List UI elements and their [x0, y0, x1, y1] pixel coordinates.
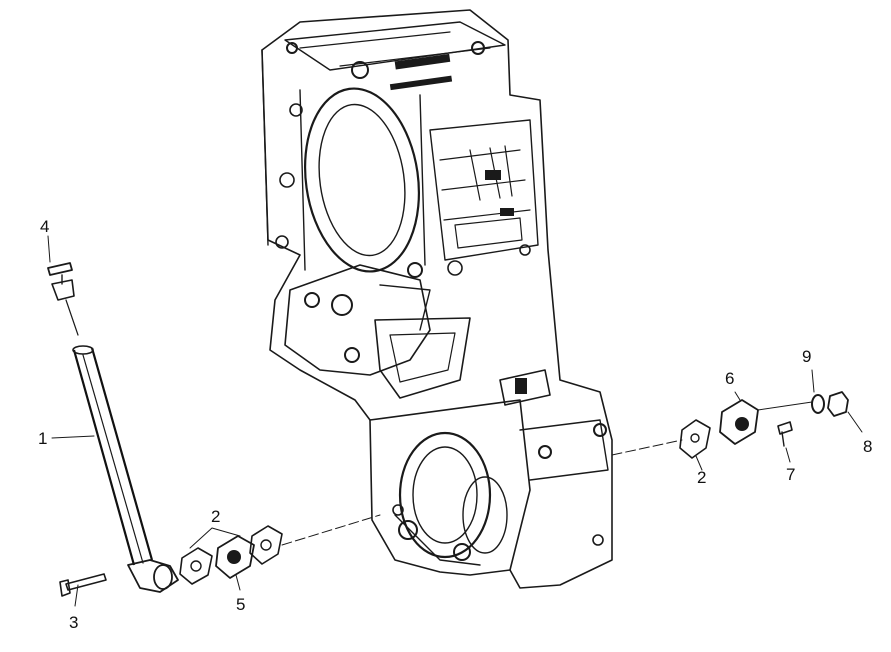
- transmission-housing: [261, 9, 613, 589]
- assembly-lines: [47, 235, 863, 607]
- oil-filler-tube: [47, 262, 179, 597]
- callout-1: 1: [38, 429, 47, 448]
- right-cover-set: [679, 391, 849, 459]
- left-gasket-set: [179, 525, 283, 585]
- callout-9: 9: [802, 347, 811, 366]
- callout-2-left: 2: [211, 507, 220, 526]
- callout-3: 3: [69, 613, 78, 632]
- callout-8: 8: [863, 437, 872, 456]
- callout-labels: 1 2 2 3 4 5 6 7 8 9: [38, 217, 872, 632]
- callout-7: 7: [786, 465, 795, 484]
- callout-4: 4: [40, 217, 49, 236]
- callout-2-right: 2: [697, 468, 706, 487]
- callout-6: 6: [725, 369, 734, 388]
- callout-5: 5: [236, 595, 245, 614]
